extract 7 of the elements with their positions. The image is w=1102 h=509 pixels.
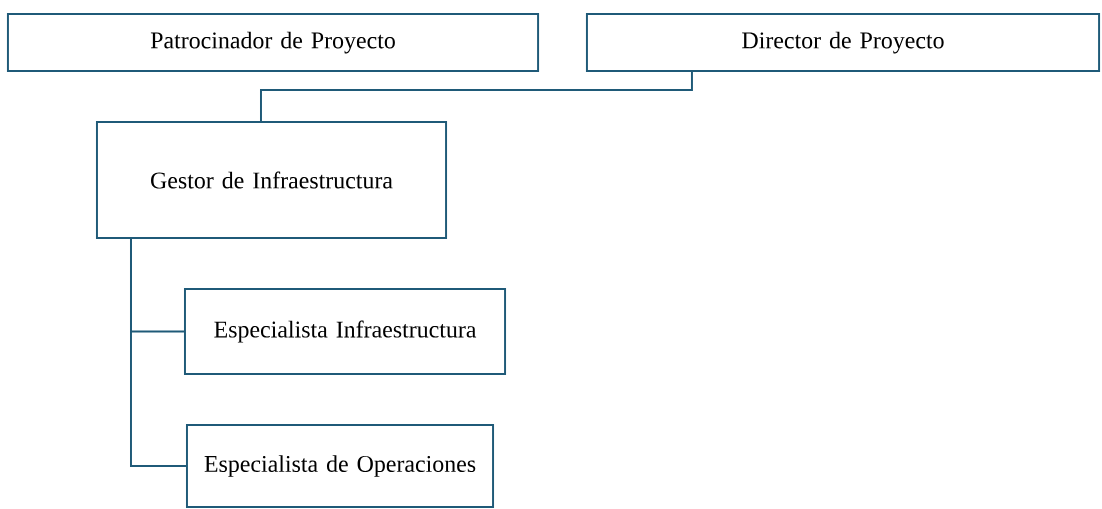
role-box: Patrocinador de Proyecto [6,13,540,72]
connector-line [260,71,693,122]
role-box: Gestor de Infraestructura [95,121,448,239]
connector-line [130,238,187,467]
role-box: Especialista Infraestructura [184,288,507,375]
role-box: Especialista de Operaciones [186,424,495,508]
role-box: Director de Proyecto [585,13,1101,72]
